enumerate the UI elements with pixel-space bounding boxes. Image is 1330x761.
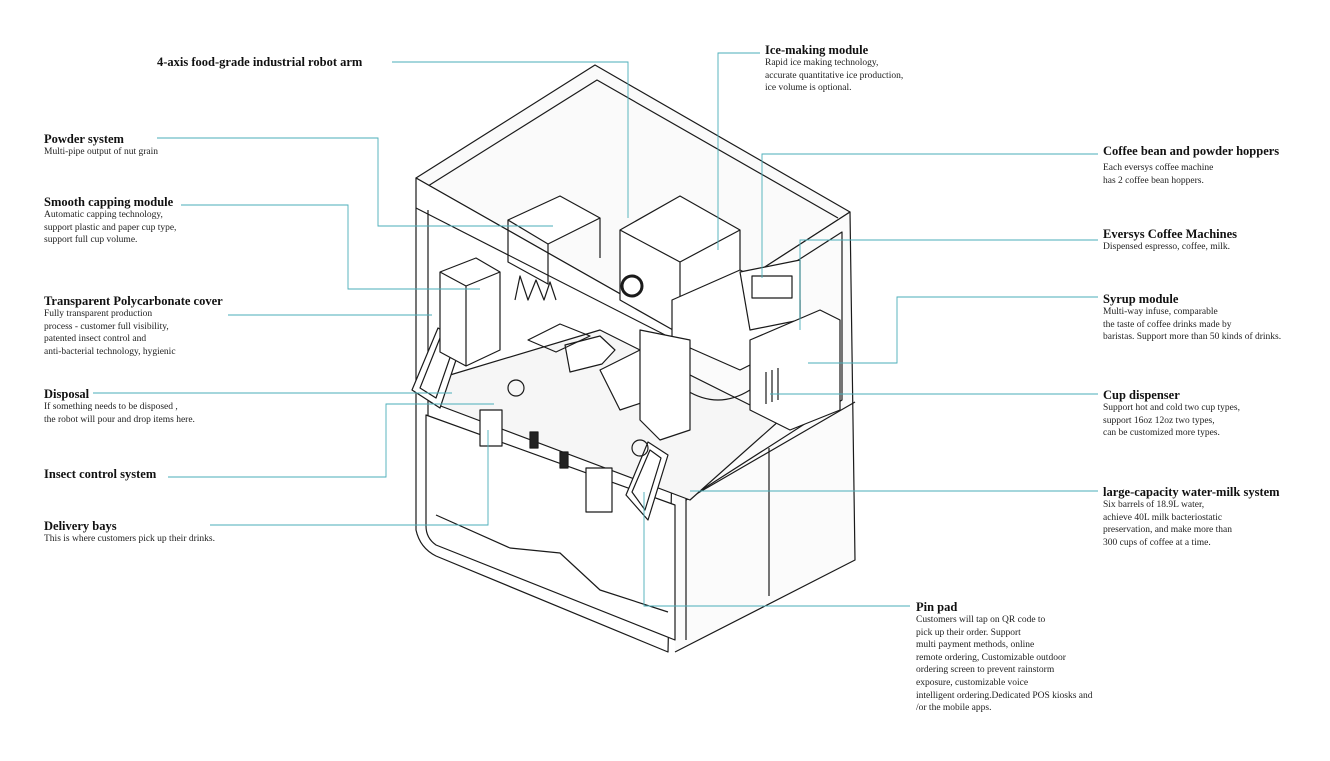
label-delivery-bays: Delivery bays This is where customers pi… [44, 519, 215, 546]
label-pin-pad: Pin pad Customers will tap on QR code to… [916, 600, 1093, 715]
label-desc-line: the taste of coffee drinks made by [1103, 319, 1232, 330]
label-bean-hoppers: Coffee bean and powder hoppers Each ever… [1103, 144, 1279, 187]
label-desc-line: ordering screen to prevent rainstorm [916, 665, 1055, 676]
label-desc-line: If something needs to be disposed , [44, 402, 178, 412]
label-desc-line: can be customized more types. [1103, 428, 1220, 439]
label-desc-line: the robot will pour and drop items here. [44, 414, 195, 425]
label-desc-line: Multi-pipe output of nut grain [44, 147, 158, 157]
label-desc-line: support plastic and paper cup type, [44, 222, 177, 233]
label-title: large-capacity water-milk system [1103, 485, 1280, 499]
label-desc-line: preservation, and make more than [1103, 525, 1232, 536]
label-title: Smooth capping module [44, 195, 174, 209]
label-title: Pin pad [916, 600, 958, 614]
label-title: Eversys Coffee Machines [1103, 227, 1237, 241]
label-desc-line: Rapid ice making technology, [765, 58, 879, 68]
label-title: Ice-making module [765, 43, 869, 57]
label-insect-control: Insect control system [44, 467, 156, 481]
label-desc-line: pick up their order. Support [916, 627, 1021, 638]
leader-ice [717, 52, 760, 250]
label-title: Coffee bean and powder hoppers [1103, 144, 1280, 158]
label-desc-line: Customers will tap on QR code to [916, 615, 1046, 625]
label-title: Transparent Polycarbonate cover [44, 294, 223, 308]
label-title: 4-axis food-grade industrial robot arm [157, 55, 363, 69]
leader-lines [93, 52, 1098, 607]
label-desc-line: Automatic capping technology, [44, 210, 163, 220]
label-syrup-module: Syrup module Multi-way infuse, comparabl… [1103, 292, 1281, 344]
label-desc-line: remote ordering, Customizable outdoor [916, 652, 1066, 663]
label-robot-arm: 4-axis food-grade industrial robot arm [157, 55, 362, 69]
label-desc-line: exposure, customizable voice [916, 677, 1029, 688]
label-desc-line: Fully transparent production [44, 309, 153, 319]
label-desc-line: Six barrels of 18.9L water, [1103, 500, 1205, 510]
label-ice-making: Ice-making module Rapid ice making techn… [765, 43, 903, 95]
label-desc-line: has 2 coffee bean hoppers. [1103, 175, 1204, 186]
label-capping-module: Smooth capping module Automatic capping … [44, 195, 176, 247]
label-title: Cup dispenser [1103, 388, 1180, 402]
label-desc-line: This is where customers pick up their dr… [44, 534, 215, 544]
label-title: Syrup module [1103, 292, 1179, 306]
label-desc-line: patented insect control and [44, 334, 147, 345]
leader-syrup [808, 296, 1098, 364]
leader-pinpad [643, 492, 910, 607]
label-desc-line: achieve 40L milk bacteriostatic [1103, 512, 1223, 523]
label-desc-line: Each eversys coffee machine [1103, 163, 1214, 173]
label-title: Disposal [44, 387, 90, 401]
label-desc-line: Support hot and cold two cup types, [1103, 403, 1240, 413]
label-desc-line: ice volume is optional. [765, 83, 852, 94]
label-title: Powder system [44, 132, 124, 146]
label-polycarbonate-cover: Transparent Polycarbonate cover Fully tr… [44, 294, 223, 358]
label-desc-line: baristas. Support more than 50 kinds of … [1103, 332, 1282, 343]
label-desc-line: support full cup volume. [44, 235, 138, 246]
label-desc-line: intelligent ordering.Dedicated POS kiosk… [916, 690, 1093, 701]
leader-eversys [799, 239, 1098, 330]
label-desc-line: accurate quantitative ice production, [765, 70, 904, 81]
leader-powder [157, 137, 553, 227]
label-title: Insect control system [44, 467, 157, 481]
label-desc-line: 300 cups of coffee at a time. [1103, 537, 1211, 548]
label-desc-line: anti-bacterial technology, hygienic [44, 346, 176, 357]
label-cup-dispenser: Cup dispenser Support hot and cold two c… [1103, 388, 1240, 440]
label-water-milk: large-capacity water-milk system Six bar… [1103, 485, 1280, 549]
label-powder-system: Powder system Multi-pipe output of nut g… [44, 132, 158, 159]
label-desc-line: /or the mobile apps. [916, 703, 992, 714]
leader-insect [168, 403, 494, 478]
label-desc-line: multi payment methods, online [916, 640, 1035, 651]
leader-capping [181, 204, 480, 290]
label-desc-line: support 16oz 12oz two types, [1103, 415, 1215, 426]
label-eversys-machines: Eversys Coffee Machines Dispensed espres… [1103, 227, 1237, 254]
label-desc-line: process - customer full visibility, [44, 321, 169, 332]
label-title: Delivery bays [44, 519, 117, 533]
label-desc-line: Dispensed espresso, coffee, milk. [1103, 242, 1230, 252]
label-desc-line: Multi-way infuse, comparable [1103, 307, 1218, 317]
leader-delivery [210, 430, 489, 526]
label-disposal: Disposal If something needs to be dispos… [44, 387, 195, 426]
leader-hoppers [761, 153, 1098, 278]
leader-robot-arm [392, 61, 629, 218]
